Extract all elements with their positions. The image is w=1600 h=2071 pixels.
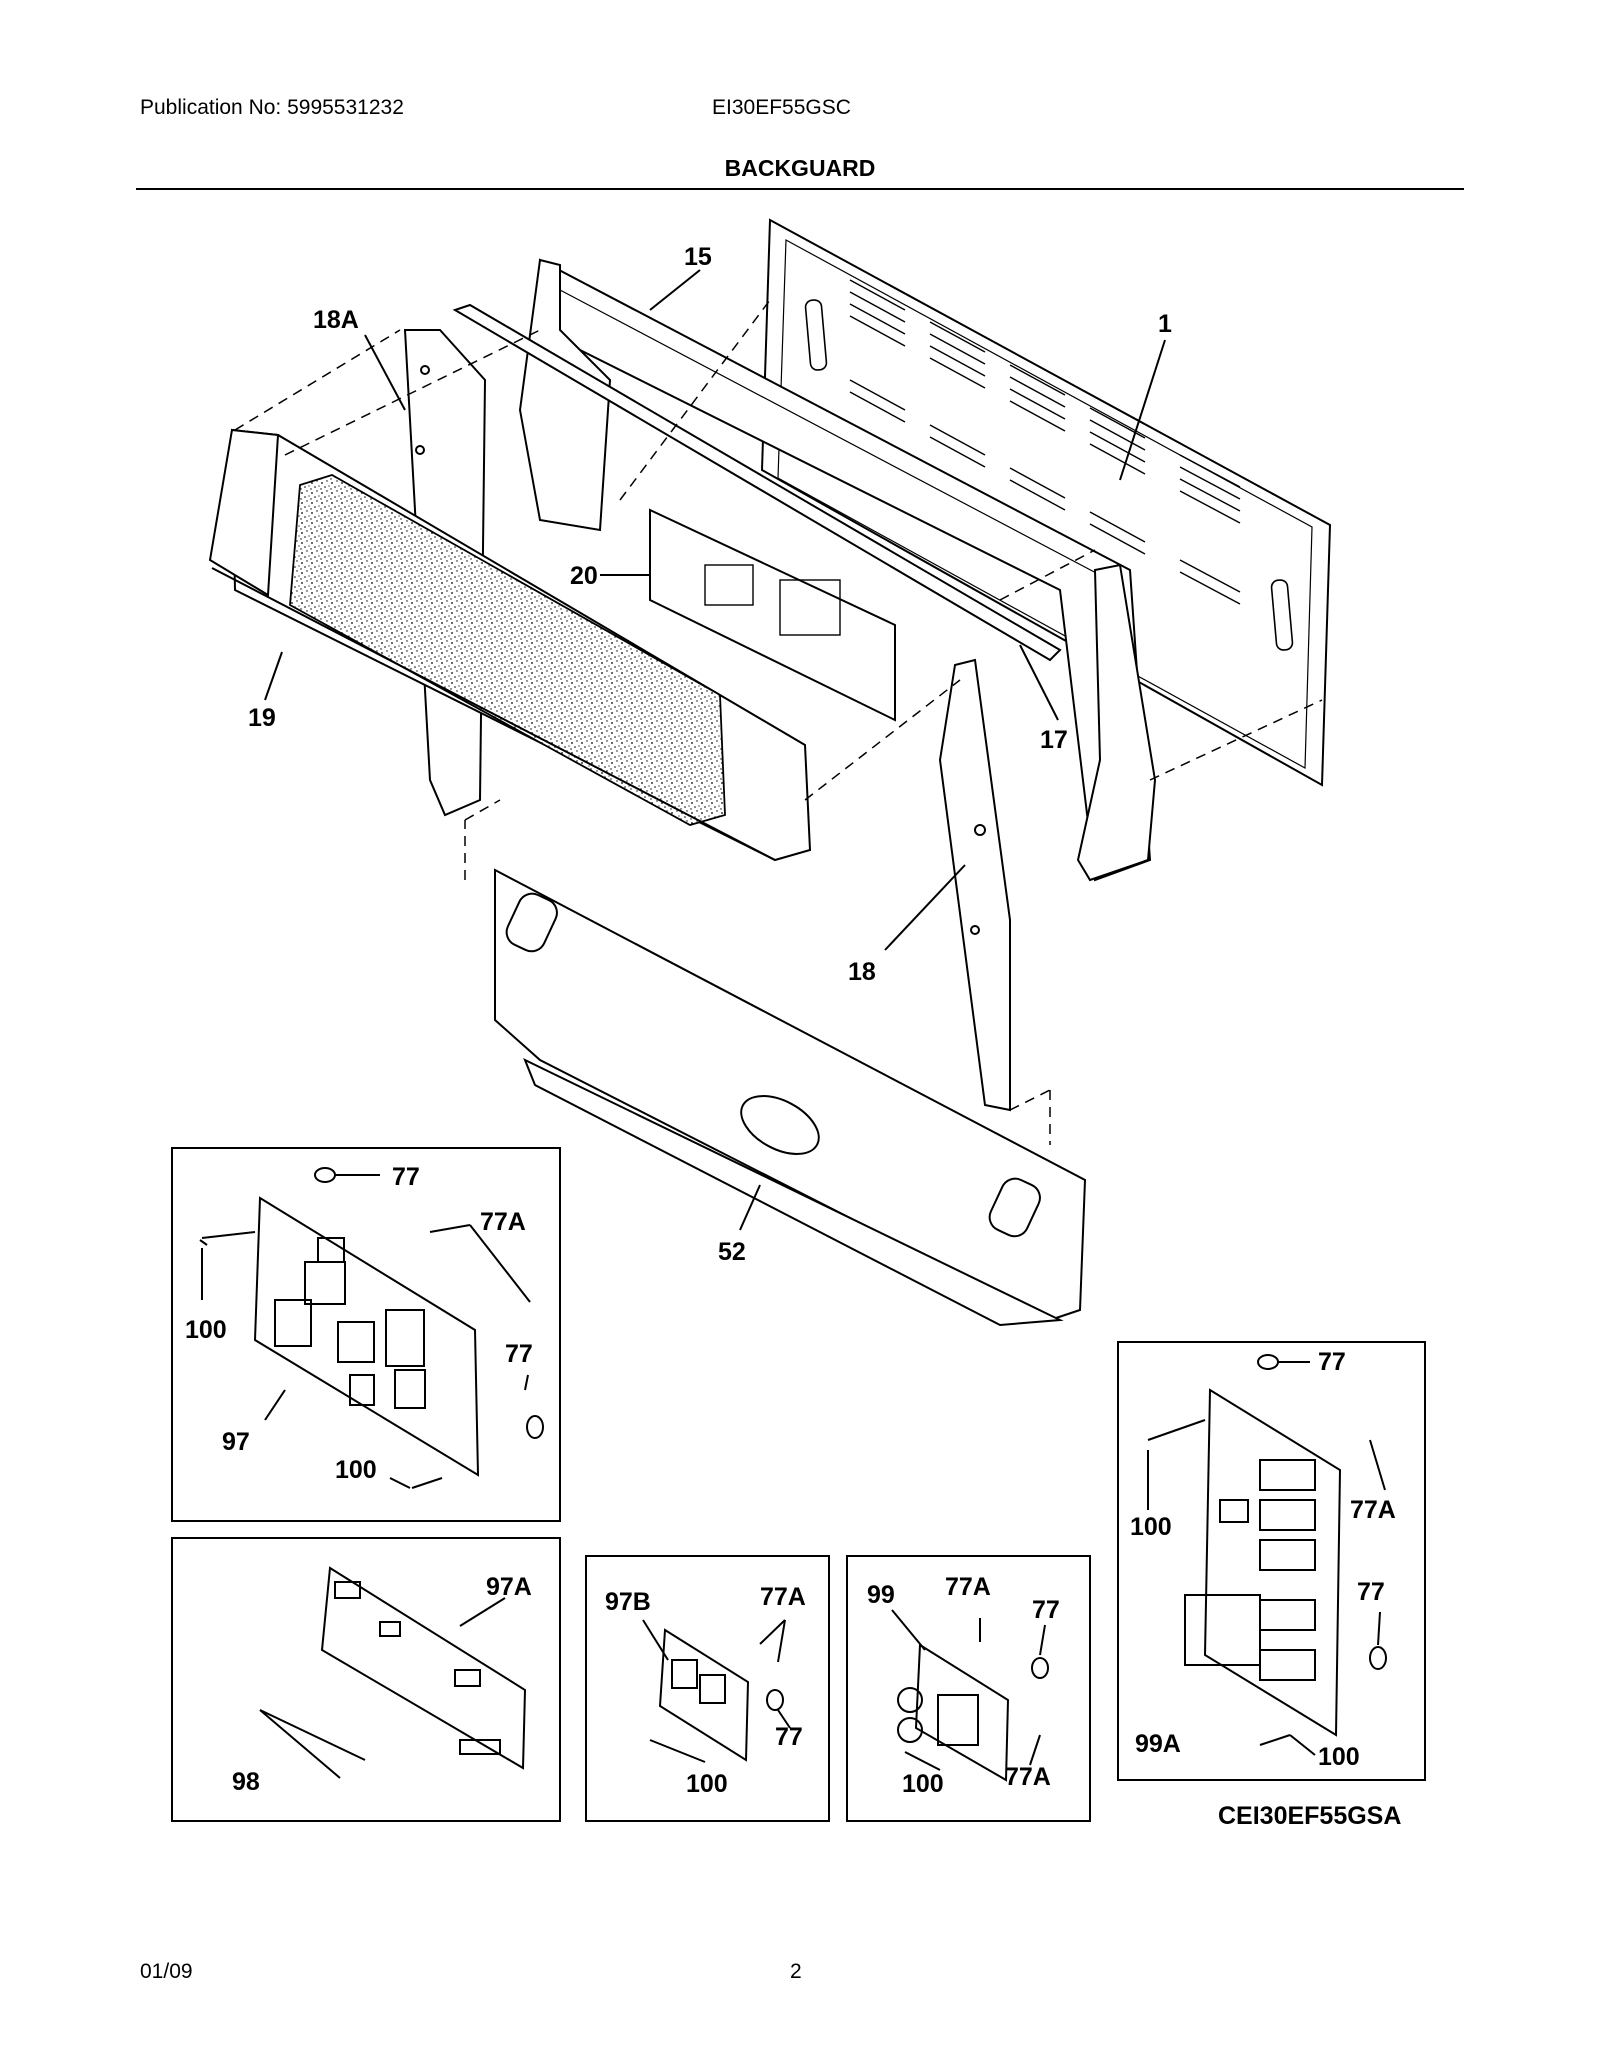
inset2-callout-98: 98 [232,1768,260,1796]
inset5-callout-100-bottom: 100 [1318,1743,1360,1771]
inset-main-board-drawing [199,1167,544,1489]
callout-leaders [264,269,1166,1231]
inset4-callout-77: 77 [1032,1596,1060,1624]
callout-17: 17 [1040,726,1068,754]
inset4-callout-99: 99 [867,1581,895,1609]
inset5-callout-99a: 99A [1135,1730,1181,1758]
callout-52: 52 [718,1238,746,1266]
inset3-callout-100: 100 [686,1770,728,1798]
inset-board-99 [846,1555,1091,1822]
inset3-callout-77: 77 [775,1723,803,1751]
inset-board-97b-drawing [642,1619,791,1763]
support-bar-part [452,303,1062,662]
inset2-callout-97a: 97A [486,1573,532,1601]
inset-board-97a-drawing [259,1566,527,1779]
reference-code: CEI30EF55GSA [1218,1802,1402,1830]
inset4-callout-77a: 77A [945,1573,991,1601]
inset-board-97b [585,1555,830,1822]
inset5-callout-77a: 77A [1350,1496,1396,1524]
inset1-callout-100-bottom: 100 [335,1456,377,1484]
inset1-callout-97: 97 [222,1428,250,1456]
control-board-part [649,508,896,722]
inset3-callout-77a: 77A [760,1583,806,1611]
inset-main-board [171,1147,561,1522]
callout-15: 15 [684,243,712,271]
assembly-lines [234,299,1323,1145]
callout-18a: 18A [313,306,359,334]
footer-date: 01/09 [140,1960,193,1983]
model-number: EI30EF55GSC [712,96,851,119]
callout-19: 19 [248,704,276,732]
inset3-callout-97b: 97B [605,1588,651,1616]
inset-board-99a-drawing [1147,1354,1387,1756]
right-bracket-part [938,658,1011,1112]
callout-18: 18 [848,958,876,986]
lower-panel-part [494,868,1087,1327]
header-divider [136,188,1464,190]
inset-board-99a [1117,1341,1426,1781]
inset1-callout-77-right: 77 [505,1340,533,1368]
rear-panel-part [760,218,1332,787]
page-number: 2 [790,1960,802,1983]
inset5-callout-77: 77 [1318,1348,1346,1376]
inset5-callout-100-left: 100 [1130,1513,1172,1541]
inset1-callout-77: 77 [392,1163,420,1191]
inset-board-97a [171,1537,561,1822]
inset-board-99-drawing [891,1609,1049,1782]
callout-20: 20 [570,562,598,590]
inset4-callout-77a-bottom: 77A [1005,1763,1051,1791]
page-title: BACKGUARD [724,155,876,181]
side-panel-part [1076,563,1157,882]
callout-1: 1 [1158,310,1172,338]
inset5-callout-77-right: 77 [1357,1578,1385,1606]
inset4-callout-100: 100 [902,1770,944,1798]
inset1-callout-77a: 77A [480,1208,526,1236]
control-panel-part [208,428,812,862]
publication-number: Publication No: 5995531232 [140,96,404,119]
inset1-callout-100-left: 100 [185,1316,227,1344]
